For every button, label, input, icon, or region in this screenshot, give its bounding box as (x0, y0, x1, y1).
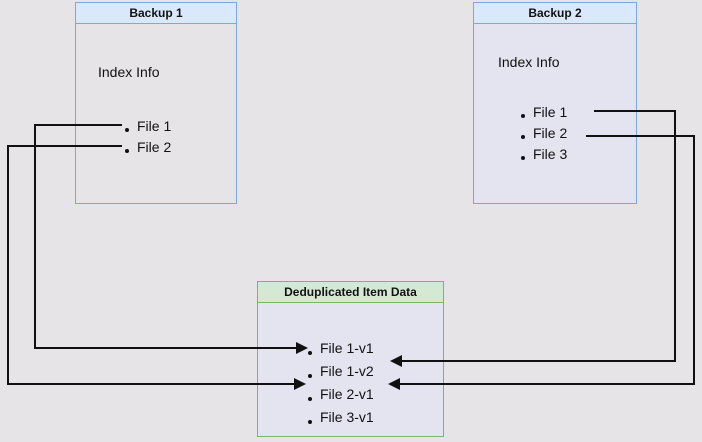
backup-1-title: Backup 1 (75, 2, 237, 24)
dedup-list-item: File 2-v1 (307, 387, 374, 410)
dedup-list-item: File 1-v1 (307, 341, 374, 364)
backup-2-file-item: File 2 (520, 126, 567, 147)
backup-1-box: Backup 1 Index Info File 1 File 2 (75, 2, 237, 204)
dedup-list-item: File 1-v2 (307, 364, 374, 387)
backup-2-file-item: File 1 (520, 105, 567, 126)
deduplicated-item-data-title: Deduplicated Item Data (257, 281, 444, 303)
dedup-list-item: File 3-v1 (307, 410, 374, 433)
backup-1-file-item: File 2 (124, 140, 171, 161)
backup-2-index-info-label: Index Info (498, 54, 560, 70)
backup-1-file-item: File 1 (124, 119, 171, 140)
backup-1-index-info-label: Index Info (98, 64, 160, 80)
backup-2-title: Backup 2 (473, 2, 637, 24)
backup-1-file-list: File 1 File 2 (124, 119, 171, 161)
backup-2-file-item: File 3 (520, 147, 567, 168)
backup-2-file-list: File 1 File 2 File 3 (520, 105, 567, 168)
backup-2-box: Backup 2 Index Info File 1 File 2 File 3 (473, 2, 637, 204)
dedup-item-list: File 1-v1 File 1-v2 File 2-v1 File 3-v1 (307, 341, 374, 433)
backup-1-body (75, 24, 237, 204)
deduplicated-item-data-box: Deduplicated Item Data File 1-v1 File 1-… (257, 281, 444, 437)
